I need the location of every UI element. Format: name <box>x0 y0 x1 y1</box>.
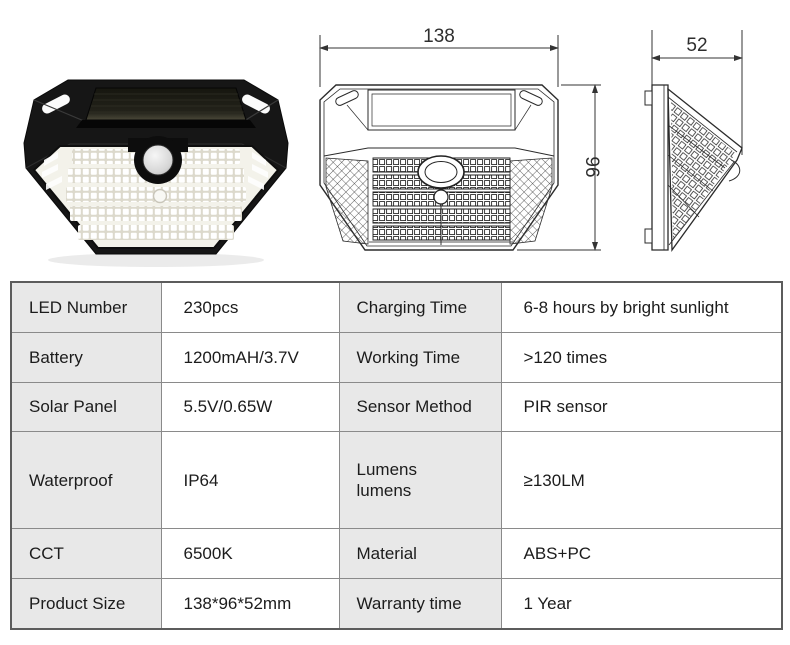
spec-value-warranty-time: 1 Year <box>500 577 783 630</box>
spec-value-lumens: ≥130LM <box>500 431 783 530</box>
spec-value-charging-time: 6-8 hours by bright sunlight <box>500 281 783 334</box>
front-width-dimension-label: 138 <box>423 26 455 47</box>
spec-value-working-time: >120 times <box>500 332 783 383</box>
spec-value-material: ABS+PC <box>500 528 783 579</box>
dimension-width <box>319 35 559 87</box>
side-sensor-bulge <box>729 160 740 181</box>
front-ear-holes <box>334 89 543 106</box>
side-view-drawing: 52 <box>625 5 743 275</box>
front-view-body <box>320 85 558 250</box>
table-row: LED Number 230pcs Charging Time 6-8 hour… <box>10 281 783 334</box>
front-view-drawing: 138 <box>319 26 602 251</box>
spec-label-solar-panel: Solar Panel <box>10 381 162 433</box>
spec-value-product-size: 138*96*52mm <box>160 577 340 630</box>
spec-label-warranty-time: Warranty time <box>338 577 502 630</box>
spec-label-charging-time: Charging Time <box>338 281 502 334</box>
spec-label-waterproof: Waterproof <box>10 431 162 530</box>
spec-label-working-time: Working Time <box>338 332 502 383</box>
front-side-wings <box>326 158 552 244</box>
spec-label-lumens: Lumens lumens <box>338 431 502 530</box>
table-row: Battery 1200mAH/3.7V Working Time >120 t… <box>10 332 783 383</box>
photo-shadow <box>48 253 264 267</box>
spec-label-material: Material <box>338 528 502 579</box>
table-row: Waterproof IP64 Lumens lumens ≥130LM <box>10 431 783 530</box>
table-row: CCT 6500K Material ABS+PC <box>10 528 783 579</box>
dimension-depth <box>651 30 743 155</box>
solar-panel <box>76 88 256 128</box>
side-body <box>668 89 742 250</box>
spec-value-waterproof: IP64 <box>160 431 340 530</box>
led-panel <box>34 136 278 248</box>
spec-value-battery: 1200mAH/3.7V <box>160 332 340 383</box>
product-photo <box>10 48 300 267</box>
table-row: Solar Panel 5.5V/0.65W Sensor Method PIR… <box>10 381 783 433</box>
light-sensor-dot <box>154 190 167 203</box>
spec-label-led-number: LED Number <box>10 281 162 334</box>
pir-sensor <box>128 136 188 184</box>
spec-value-solar-panel: 5.5V/0.65W <box>160 381 340 433</box>
spec-value-cct: 6500K <box>160 528 340 579</box>
side-depth-dimension-label: 52 <box>686 35 707 56</box>
spec-table: LED Number 230pcs Charging Time 6-8 hour… <box>10 281 783 630</box>
spec-label-cct: CCT <box>10 528 162 579</box>
product-images: 138 <box>0 0 790 278</box>
spec-value-led-number: 230pcs <box>160 281 340 334</box>
spec-label-product-size: Product Size <box>10 577 162 630</box>
spec-value-sensor-method: PIR sensor <box>500 381 783 433</box>
front-solar-panel-outline <box>368 90 515 130</box>
spec-label-battery: Battery <box>10 332 162 383</box>
front-height-dimension-label: 96 <box>581 156 602 177</box>
dimension-height <box>517 84 601 251</box>
side-wall-plate <box>645 85 668 250</box>
table-row: Product Size 138*96*52mm Warranty time 1… <box>10 577 783 630</box>
spec-label-sensor-method: Sensor Method <box>338 381 502 433</box>
front-sensor <box>418 156 464 245</box>
